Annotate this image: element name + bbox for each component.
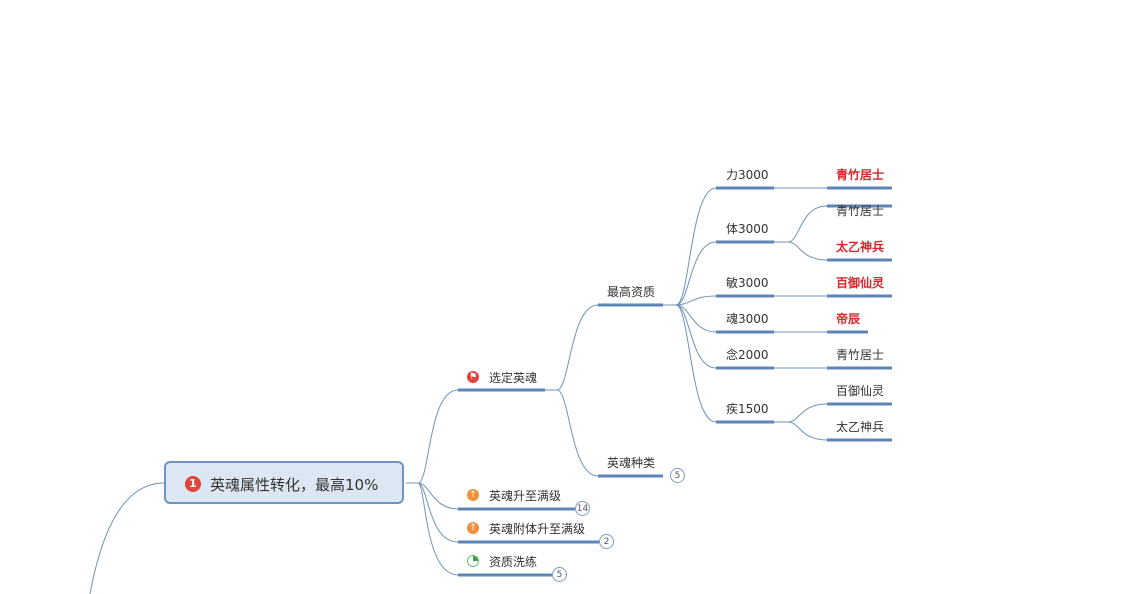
priority-1-icon: 1: [185, 476, 201, 492]
collapsed-count-badge[interactable]: 2: [599, 534, 614, 549]
hero-topic[interactable]: 青竹居士: [836, 168, 885, 182]
hero-topic[interactable]: 帝辰: [836, 312, 861, 326]
hero-topic[interactable]: 太乙神兵: [836, 420, 885, 434]
hero-topic[interactable]: 百御仙灵: [836, 384, 885, 398]
root-topic[interactable]: 1 英魂属性转化，最高10%: [164, 461, 404, 504]
topic-select-hero[interactable]: 选定英魂: [489, 371, 538, 385]
topic-aptitude-refine[interactable]: 资质洗练: [489, 555, 538, 569]
hero-topic[interactable]: 青竹居士: [836, 348, 885, 362]
stat-topic[interactable]: 敏3000: [726, 276, 769, 290]
collapsed-count-badge[interactable]: 5: [552, 567, 567, 582]
stat-topic[interactable]: 魂3000: [726, 312, 769, 326]
progress-quarter-icon: [467, 555, 479, 567]
stat-topic[interactable]: 疾1500: [726, 402, 769, 416]
orange-up-arrow-icon: ↑: [467, 489, 479, 501]
topic-attach-max-level[interactable]: 英魂附体升至满级: [489, 522, 586, 536]
root-topic-label: 英魂属性转化，最高10%: [210, 476, 379, 494]
red-flag-icon: ⚑: [467, 371, 479, 383]
stat-topic[interactable]: 念2000: [726, 348, 769, 362]
orange-up-arrow-icon: ↑: [467, 522, 479, 534]
topic-hero-types[interactable]: 英魂种类: [607, 456, 656, 470]
stat-topic[interactable]: 体3000: [726, 222, 769, 236]
hero-topic[interactable]: 青竹居士: [836, 204, 885, 218]
hero-topic[interactable]: 百御仙灵: [836, 276, 885, 290]
hero-topic[interactable]: 太乙神兵: [836, 240, 885, 254]
stat-topic[interactable]: 力3000: [726, 168, 769, 182]
collapsed-count-badge[interactable]: 14: [575, 501, 590, 516]
topic-max-aptitude[interactable]: 最高资质: [607, 285, 656, 299]
collapsed-count-badge[interactable]: 5: [670, 468, 685, 483]
topic-hero-max-level[interactable]: 英魂升至满级: [489, 489, 562, 503]
